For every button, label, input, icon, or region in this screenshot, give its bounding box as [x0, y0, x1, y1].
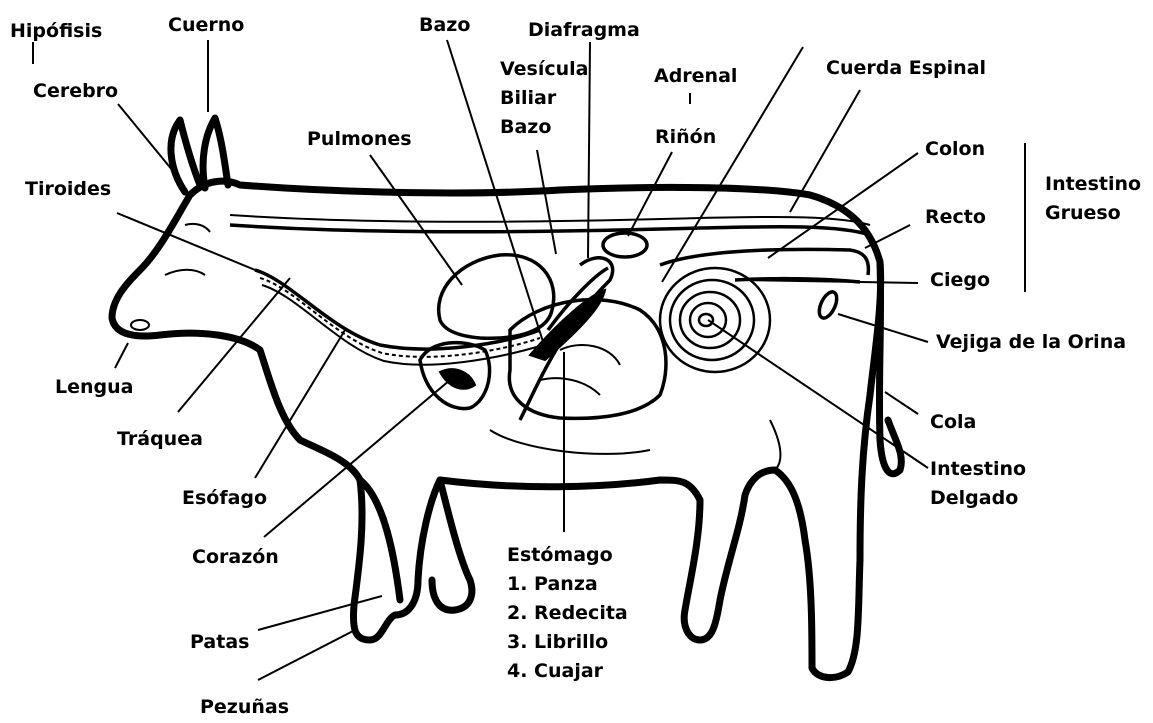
label-lengua: Lengua: [55, 375, 133, 399]
label-hipofisis: Hipófisis: [10, 19, 102, 43]
label-vesicula-line-2: Biliar: [500, 84, 589, 113]
cow-front-leg: [360, 480, 400, 600]
label-vejiga: Vejiga de la Orina: [936, 330, 1126, 354]
label-bazo-top: Bazo: [419, 13, 470, 37]
label-corazon: Corazón: [192, 545, 279, 569]
label-estomago-1: 1. Panza: [507, 570, 628, 599]
label-intestino-delgado: Intestino Delgado: [930, 455, 1026, 513]
label-cuerno: Cuerno: [168, 13, 244, 37]
label-vesicula-line-1: Vesícula: [500, 55, 589, 84]
kidney-shape: [603, 233, 647, 257]
label-intestino-delgado-line-1: Intestino: [930, 455, 1026, 484]
label-diafragma: Diafragma: [528, 18, 640, 42]
label-vesicula-biliar-bazo: Vesícula Biliar Bazo: [500, 55, 589, 142]
label-esofago: Esófago: [182, 486, 267, 510]
cow-horn-right: [203, 118, 228, 188]
label-colon: Colon: [925, 137, 985, 161]
label-patas: Patas: [190, 630, 249, 654]
label-estomago-title: Estómago: [507, 541, 628, 570]
label-estomago: Estómago 1. Panza 2. Redecita 3. Librill…: [507, 541, 628, 686]
cow-hind-leg: [432, 480, 472, 610]
colon-shape: [660, 249, 868, 275]
label-estomago-2: 2. Redecita: [507, 599, 628, 628]
label-ciego: Ciego: [930, 268, 990, 292]
label-tiroides: Tiroides: [25, 177, 111, 201]
label-pulmones: Pulmones: [307, 127, 412, 151]
label-recto: Recto: [925, 205, 986, 229]
label-rinon: Riñón: [655, 125, 716, 149]
label-pezunas: Pezuñas: [200, 695, 289, 719]
label-vesicula-line-3: Bazo: [500, 113, 589, 142]
label-cuerda-espinal: Cuerda Espinal: [826, 56, 986, 80]
label-estomago-3: 3. Librillo: [507, 628, 628, 657]
label-intestino-grueso-line-2: Grueso: [1045, 199, 1141, 228]
cow-horn-left: [171, 120, 200, 192]
label-adrenal: Adrenal: [654, 64, 737, 88]
label-intestino-grueso-line-1: Intestino: [1045, 170, 1141, 199]
label-cerebro: Cerebro: [33, 79, 118, 103]
label-intestino-grueso: Intestino Grueso: [1045, 170, 1141, 228]
small-intestine-shape: [660, 268, 770, 372]
lungs-shape: [439, 255, 554, 338]
label-estomago-4: 4. Cuajar: [507, 657, 628, 686]
label-traquea: Tráquea: [117, 427, 203, 451]
label-intestino-delgado-line-2: Delgado: [930, 484, 1026, 513]
bladder-shape: [816, 289, 841, 320]
label-cola: Cola: [930, 410, 976, 434]
